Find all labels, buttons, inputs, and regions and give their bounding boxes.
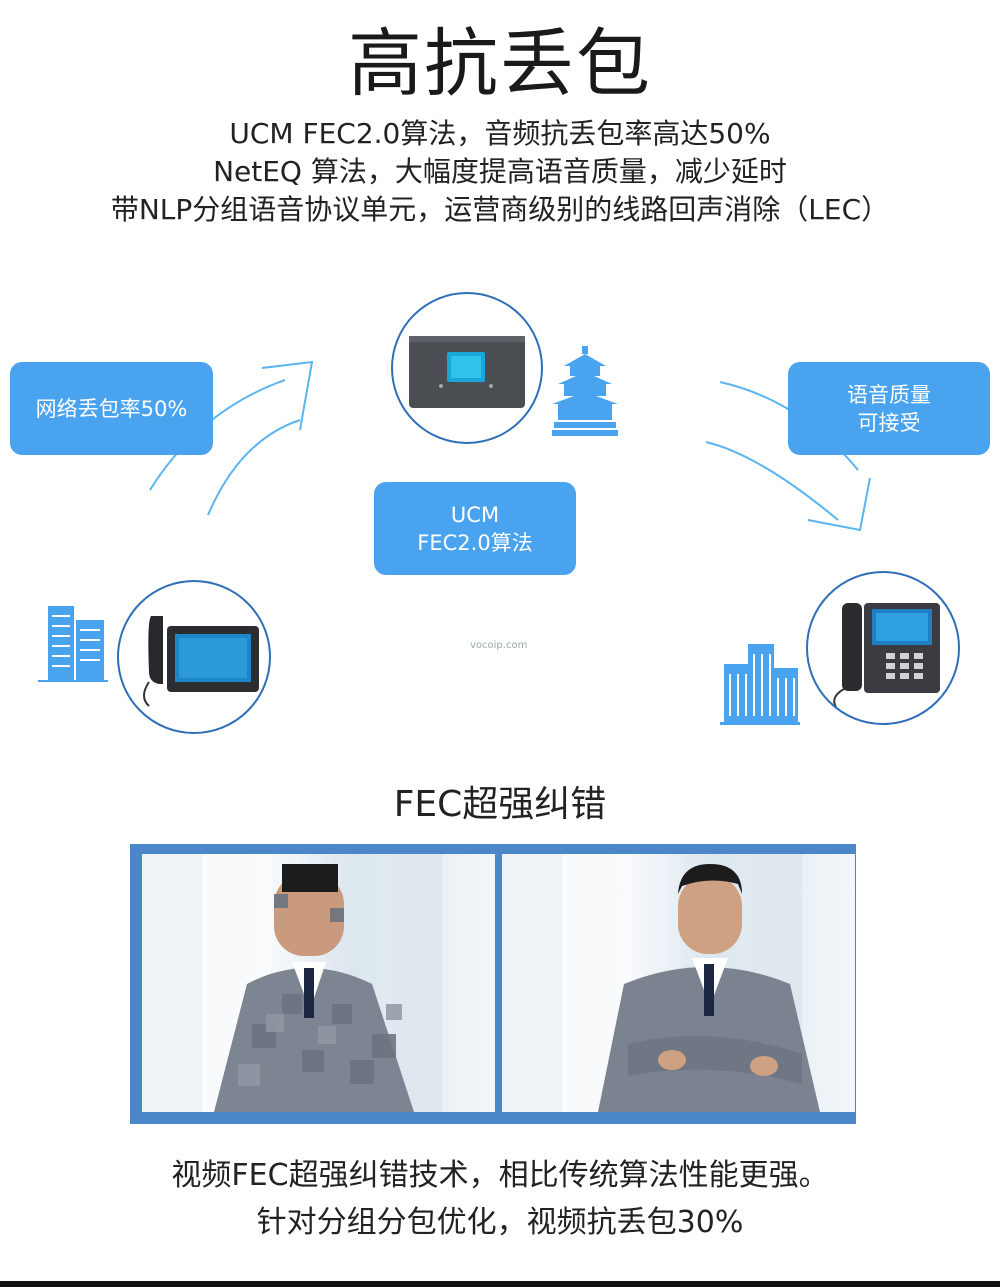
temple-icon (552, 346, 618, 436)
watermark-text: vocoip.com (470, 640, 528, 651)
ucm-line-1: UCM (450, 502, 500, 527)
video-phone-icon (143, 616, 259, 707)
bottom-text-line-1: 视频FEC超强纠错技术，相比传统算法性能更强。 (171, 1158, 829, 1193)
bottom-divider (0, 1281, 1000, 1287)
ucm-device-circle (391, 292, 543, 444)
video-phone-left-circle (117, 580, 271, 734)
ucm-device-icon (409, 336, 525, 408)
description-line-2: NetEQ 算法，大幅度提高语音质量，减少延时 (213, 155, 787, 188)
building-left-icon (38, 606, 108, 682)
person-pixelated-image (142, 854, 442, 1112)
packet-loss-label: 网络丢包率50% (10, 362, 213, 455)
page-title: 高抗丢包 (348, 21, 652, 107)
voice-quality-line-2: 可接受 (857, 410, 921, 435)
ip-phone-icon (833, 603, 940, 708)
fec-section-title: FEC超强纠错 (393, 784, 607, 825)
description-line-3: 带NLP分组语音协议单元，运营商级别的线路回声消除（LEC） (110, 193, 890, 226)
clear-person-photo (502, 854, 855, 1112)
voice-quality-label: 语音质量 可接受 (788, 362, 990, 455)
ucm-line-2: FEC2.0算法 (417, 530, 533, 555)
ucm-fec-label: UCM FEC2.0算法 (374, 482, 576, 575)
description-line-1: UCM FEC2.0算法，音频抗丢包率高达50% (229, 117, 771, 150)
ip-phone-right-circle (806, 571, 960, 725)
arrow-left-head (261, 360, 314, 431)
person-clear-image (502, 854, 820, 1112)
blurred-person-photo (142, 854, 495, 1112)
packet-loss-text: 网络丢包率50% (35, 396, 188, 421)
bottom-text-line-2: 针对分组分包优化，视频抗丢包30% (256, 1205, 744, 1240)
arrow-right-head (807, 477, 871, 532)
building-right-icon (720, 644, 800, 725)
fec-comparison-frame (130, 844, 856, 1124)
voice-quality-line-1: 语音质量 (847, 382, 931, 407)
